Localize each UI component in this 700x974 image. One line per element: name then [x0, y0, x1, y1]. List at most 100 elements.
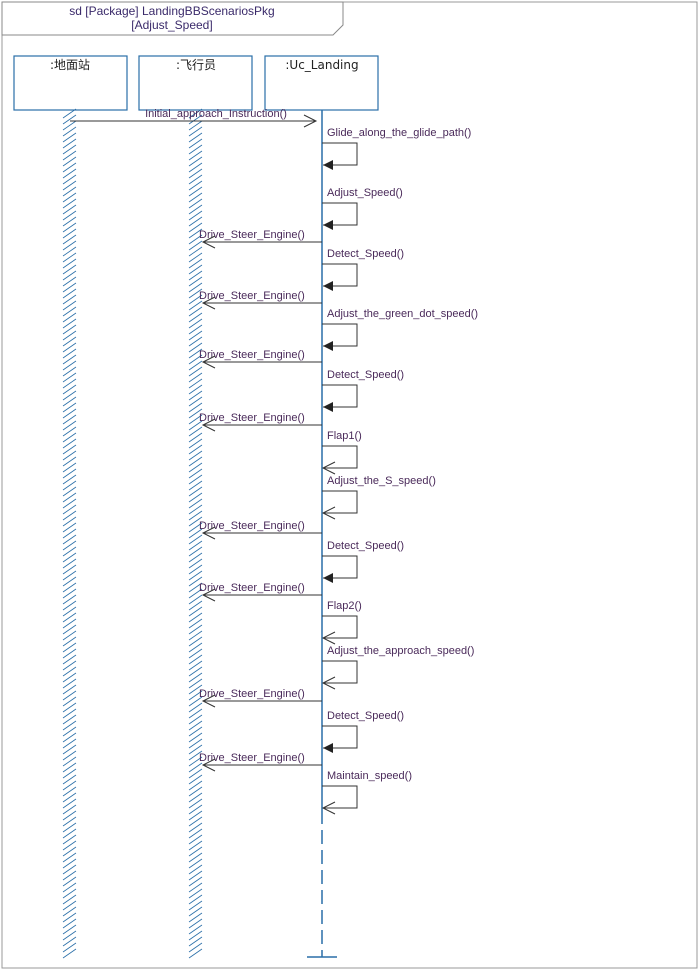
lifeline-hatch [62, 888, 77, 899]
lifeline-hatch [188, 726, 203, 737]
filled-arrowhead [323, 341, 333, 351]
lifeline-hatch [62, 594, 77, 605]
message[interactable]: Detect_Speed() [322, 248, 404, 291]
lifeline-hatch [188, 720, 203, 731]
lifeline-hatch [188, 204, 203, 215]
lifeline-hatch [188, 606, 203, 617]
lifeline-hatch [188, 912, 203, 923]
message[interactable]: Initial_approach_Instruction() [70, 108, 318, 128]
lifeline-hatch [188, 810, 203, 821]
message[interactable]: Drive_Steer_Engine() [199, 582, 322, 602]
message[interactable]: Glide_along_the_glide_path() [322, 127, 471, 170]
message[interactable]: Drive_Steer_Engine() [199, 290, 322, 310]
message[interactable]: Flap1() [321, 430, 362, 475]
lifeline-hatch [62, 852, 77, 863]
lifeline-hatch [62, 666, 77, 677]
message[interactable]: Adjust_the_S_speed() [321, 475, 436, 520]
lifeline-head[interactable] [13, 55, 128, 111]
lifeline-hatch [188, 612, 203, 623]
lifeline-hatch [62, 540, 77, 551]
lifeline-hatch [188, 492, 203, 503]
message[interactable]: Adjust_Speed() [322, 187, 403, 230]
message[interactable]: Drive_Steer_Engine() [199, 752, 322, 772]
lifeline-hatch [62, 456, 77, 467]
self-call-line [322, 323, 358, 347]
lifeline-hatch [62, 444, 77, 455]
lifeline-hatch [62, 744, 77, 755]
message[interactable]: Detect_Speed() [322, 710, 404, 753]
lifeline-hatch [62, 510, 77, 521]
lifeline-hatch [188, 444, 203, 455]
open-arrowhead [303, 114, 318, 128]
lifeline-hatch [62, 726, 77, 737]
lifeline-name: :Uc_Landing [285, 58, 358, 72]
lifeline-hatch [188, 792, 203, 803]
lifeline-hatch [62, 684, 77, 695]
lifeline-hatch [188, 174, 203, 185]
lifeline-hatch [188, 474, 203, 485]
lifeline-hatch [62, 498, 77, 509]
lifeline-hatch [188, 648, 203, 659]
lifeline-hatch [188, 450, 203, 461]
message[interactable]: Drive_Steer_Engine() [199, 412, 322, 432]
lifeline-hatch [62, 564, 77, 575]
lifeline-hatch [188, 864, 203, 875]
lifeline-hatch [188, 564, 203, 575]
lifeline-hatch [188, 906, 203, 917]
lifeline-hatch [62, 930, 77, 941]
message[interactable]: Adjust_the_green_dot_speed() [322, 308, 478, 351]
lifeline-hatch [62, 426, 77, 437]
lifeline-hatch [188, 462, 203, 473]
message[interactable]: Detect_Speed() [322, 369, 404, 412]
lifeline-pilot[interactable]: :飞行员 [138, 55, 253, 959]
lifeline-hatch [188, 360, 203, 371]
message[interactable]: Detect_Speed() [322, 540, 404, 583]
lifeline-hatch [62, 720, 77, 731]
lifeline-hatch [188, 456, 203, 467]
lifeline-hatch [62, 780, 77, 791]
lifeline-hatch [62, 288, 77, 299]
message[interactable]: Drive_Steer_Engine() [199, 229, 322, 249]
lifeline-hatch [62, 114, 77, 125]
lifeline-hatch [188, 366, 203, 377]
lifeline-hatch [188, 276, 203, 287]
lifeline-ground[interactable]: :地面站 [13, 55, 128, 959]
message-label: Adjust_the_green_dot_speed() [327, 308, 478, 320]
lifeline-hatch [188, 900, 203, 911]
lifeline-uc[interactable]: :Uc_Landing [264, 55, 379, 958]
message[interactable]: Flap2() [321, 600, 362, 645]
lifeline-hatch [62, 168, 77, 179]
lifeline-hatch [62, 204, 77, 215]
lifeline-hatch [188, 480, 203, 491]
message[interactable]: Drive_Steer_Engine() [199, 520, 322, 540]
lifeline-hatch [62, 624, 77, 635]
lifeline-hatch [62, 264, 77, 275]
lifeline-hatch [188, 924, 203, 935]
lifeline-hatch [188, 540, 203, 551]
lifeline-hatch [62, 396, 77, 407]
lifeline-head[interactable] [264, 55, 379, 111]
lifeline-hatch [188, 120, 203, 131]
lifeline-head[interactable] [138, 55, 253, 111]
lifeline-hatch [62, 936, 77, 947]
open-arrowhead [201, 296, 216, 310]
lifeline-hatch [62, 450, 77, 461]
lifeline-hatch [188, 384, 203, 395]
lifeline-hatch [188, 624, 203, 635]
lifeline-hatch [188, 516, 203, 527]
lifeline-hatch [188, 654, 203, 665]
lifeline-hatch [62, 270, 77, 281]
lifeline-hatch [188, 114, 203, 125]
lifeline-hatch [62, 228, 77, 239]
message[interactable]: Maintain_speed() [321, 770, 412, 815]
frame-title-tab [1, 1, 344, 36]
lifeline-hatch [62, 516, 77, 527]
lifeline-hatch [62, 252, 77, 263]
message[interactable]: Adjust_the_approach_speed() [321, 645, 474, 690]
lifeline-hatch [62, 198, 77, 209]
message[interactable]: Drive_Steer_Engine() [199, 349, 322, 369]
lifeline-hatch [62, 534, 77, 545]
message[interactable]: Drive_Steer_Engine() [199, 688, 322, 708]
lifeline-hatch [62, 210, 77, 221]
